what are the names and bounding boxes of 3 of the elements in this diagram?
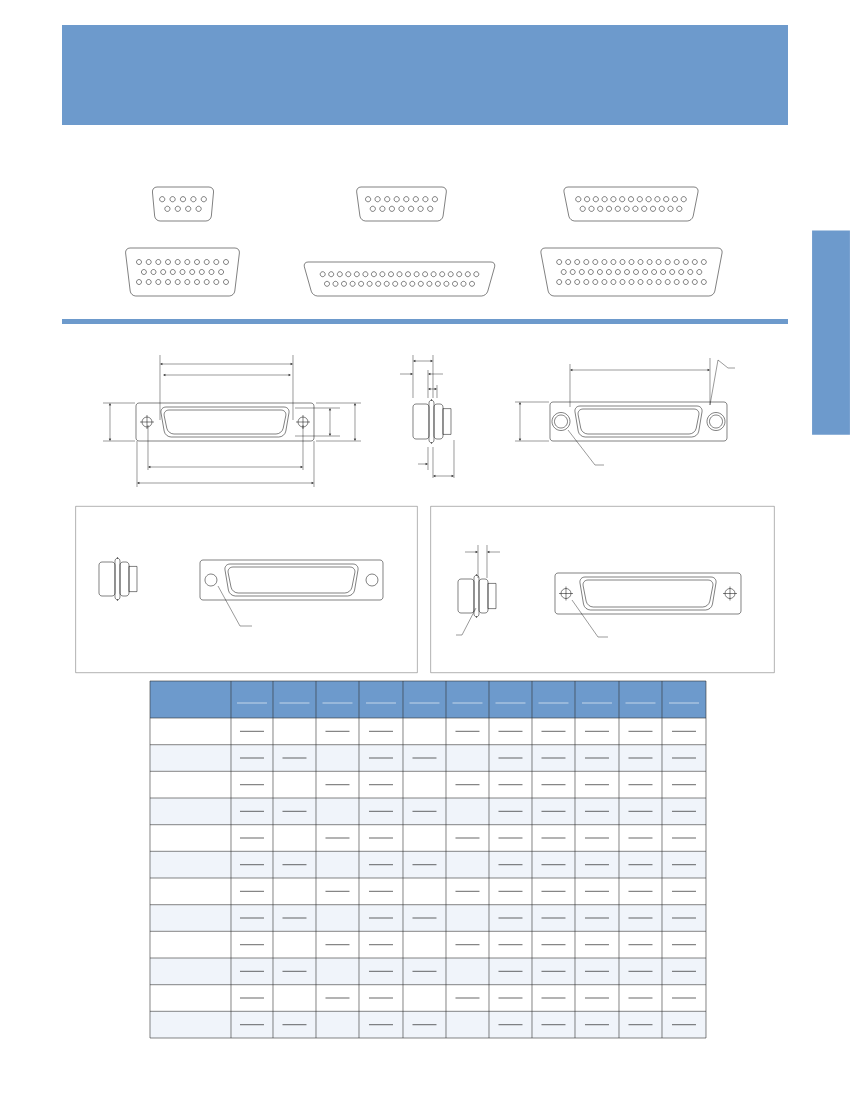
side-tab [812,230,850,435]
panel-box [75,506,418,673]
panel-box [430,506,775,673]
